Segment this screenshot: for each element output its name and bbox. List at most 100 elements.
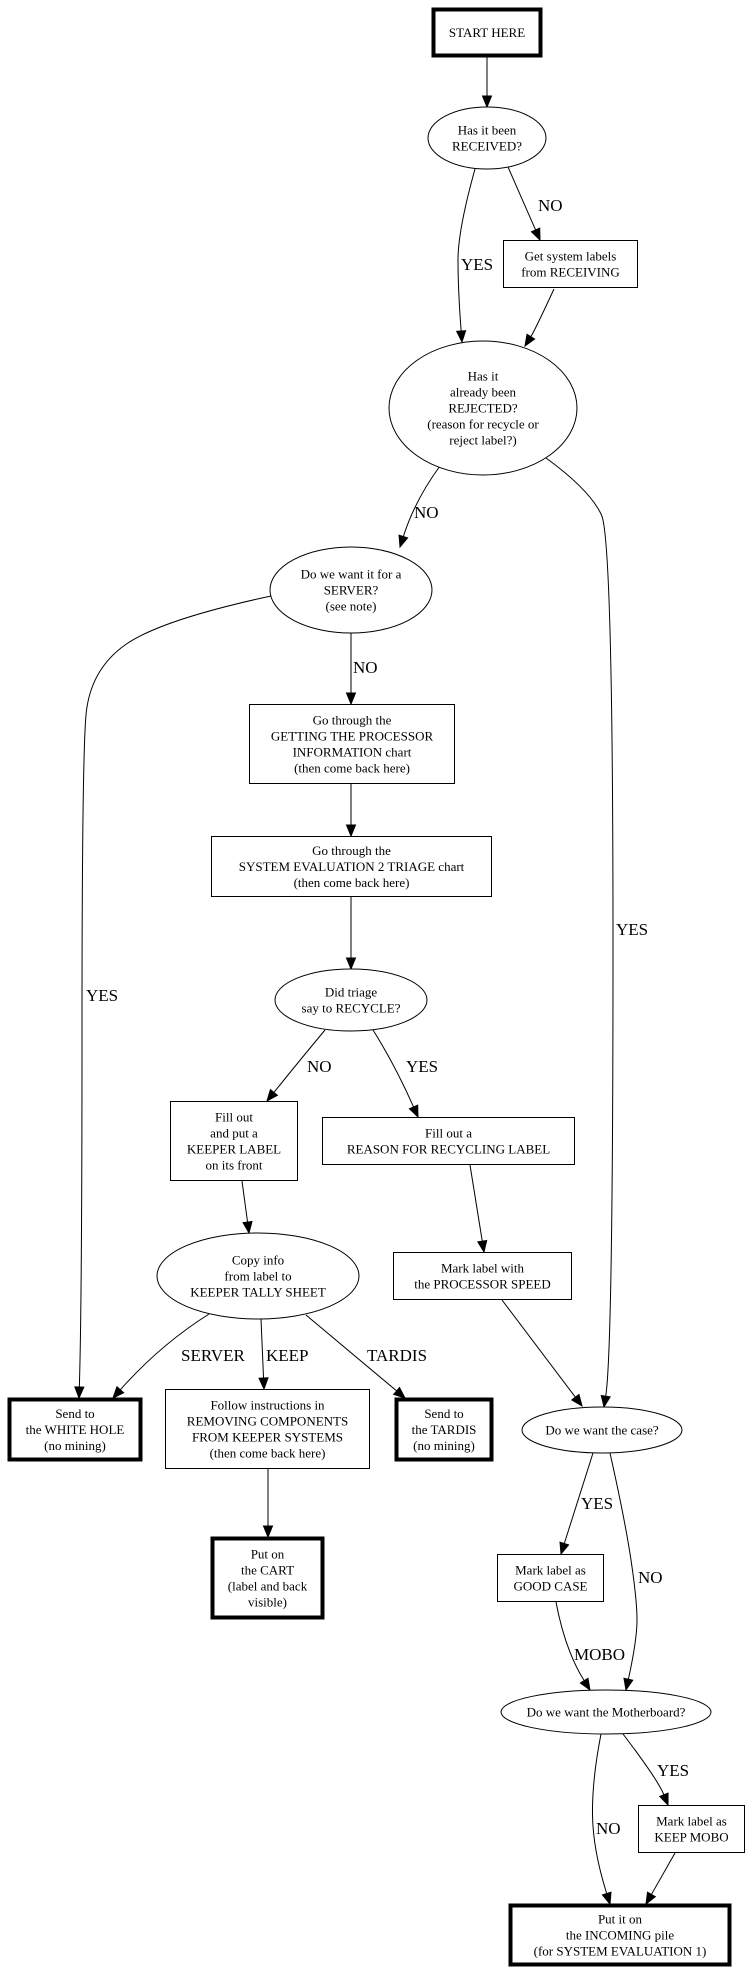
node-text-line: the INCOMING pile bbox=[566, 1928, 675, 1943]
node-text-line: Mark label as bbox=[515, 1563, 586, 1578]
edge-recycle_q-to-keeper_label: NO bbox=[266, 1029, 332, 1103]
node-text-line: Copy info bbox=[232, 1253, 284, 1268]
arrowhead-icon bbox=[408, 1104, 419, 1119]
arrowhead-icon bbox=[345, 957, 357, 971]
arrowhead-icon bbox=[658, 1792, 669, 1807]
edge-server-to-processor_info: NO bbox=[345, 633, 378, 706]
node-text-line: GOOD CASE bbox=[513, 1579, 587, 1594]
node-text-line: FROM KEEPER SYSTEMS bbox=[192, 1430, 343, 1445]
edge-line bbox=[530, 288, 555, 337]
node-text-line: visible) bbox=[248, 1595, 287, 1610]
node-text-line: Has it bbox=[468, 369, 499, 384]
node-box bbox=[394, 1397, 494, 1462]
edge-label: NO bbox=[538, 196, 563, 215]
edge-line bbox=[78, 595, 272, 1388]
node-text-line: Send to bbox=[55, 1406, 94, 1421]
edge-line bbox=[469, 1164, 483, 1242]
edge-mobo_q-to-keep_mobo: YES bbox=[622, 1733, 689, 1807]
node-box bbox=[503, 240, 638, 288]
node-box bbox=[210, 1536, 325, 1620]
node-text-line: Do we want it for a bbox=[301, 567, 402, 582]
edge-line bbox=[563, 1452, 594, 1544]
node-text-line: (see note) bbox=[326, 599, 377, 614]
node-text-line: on its front bbox=[205, 1158, 262, 1173]
edge-label: NO bbox=[307, 1057, 332, 1076]
node-text-line: from RECEIVING bbox=[521, 265, 620, 280]
edge-keeper_label-to-tally bbox=[241, 1180, 253, 1235]
node-box bbox=[393, 1252, 572, 1300]
edge-line bbox=[651, 1852, 676, 1895]
node-text-line: the PROCESSOR SPEED bbox=[414, 1277, 551, 1292]
node-box bbox=[431, 7, 543, 58]
edge-tally-to-white_hole: SERVER bbox=[112, 1313, 245, 1399]
arrowhead-icon bbox=[398, 534, 409, 549]
edge-line bbox=[260, 1318, 265, 1379]
node-text-line: and put a bbox=[210, 1126, 258, 1141]
node-text-line: Follow instructions in bbox=[210, 1398, 325, 1413]
node-box bbox=[497, 1554, 604, 1602]
node-ellipse bbox=[427, 106, 547, 170]
node-text-line: already been bbox=[450, 385, 517, 400]
edge-server-to-white_hole: YES bbox=[74, 595, 272, 1400]
node-text-line: Do we want the case? bbox=[545, 1423, 659, 1438]
edge-received-to-rejected: YES bbox=[455, 168, 493, 344]
node-text-line: the TARDIS bbox=[412, 1422, 477, 1437]
arrowhead-icon bbox=[242, 1220, 253, 1235]
node-text-line: Go through the bbox=[312, 843, 391, 858]
edge-processor_speed-to-case_q bbox=[501, 1299, 583, 1408]
arrowhead-icon bbox=[455, 330, 467, 344]
edge-label: YES bbox=[616, 920, 648, 939]
arrowhead-icon bbox=[579, 1677, 591, 1692]
arrowhead-icon bbox=[623, 1677, 634, 1692]
node-text-line: KEEPER LABEL bbox=[187, 1142, 281, 1157]
node-text-line: SYSTEM EVALUATION 2 TRIAGE chart bbox=[239, 859, 465, 874]
arrowhead-icon bbox=[481, 95, 493, 109]
edge-line bbox=[372, 1029, 415, 1108]
edge-label: MOBO bbox=[574, 1645, 625, 1664]
edge-recycle_q-to-recycling_label: YES bbox=[372, 1029, 438, 1119]
node-text-line: (then come back here) bbox=[294, 875, 410, 890]
edge-line bbox=[591, 1733, 608, 1894]
edge-label: YES bbox=[581, 1494, 613, 1513]
node-text-line: KEEP MOBO bbox=[654, 1830, 728, 1845]
arrowhead-icon bbox=[266, 1088, 279, 1103]
node-text-line: (then come back here) bbox=[294, 761, 410, 776]
edge-triage-to-recycle_q bbox=[345, 897, 357, 971]
arrowhead-icon bbox=[112, 1385, 125, 1399]
arrowhead-icon bbox=[258, 1377, 269, 1391]
node-text-line: SERVER? bbox=[324, 583, 379, 598]
node-text-line: REASON FOR RECYCLING LABEL bbox=[347, 1142, 550, 1157]
node-box bbox=[170, 1101, 298, 1181]
node-text-line: (reason for recycle or bbox=[427, 417, 539, 432]
edge-processor_info-to-triage bbox=[345, 784, 357, 838]
edge-label: YES bbox=[406, 1057, 438, 1076]
edge-label: NO bbox=[638, 1568, 663, 1587]
edge-label: NO bbox=[414, 503, 439, 522]
edge-label: SERVER bbox=[181, 1346, 245, 1365]
node-box bbox=[7, 1397, 143, 1462]
edge-line bbox=[305, 1314, 397, 1392]
edge-recycling_label-to-processor_speed bbox=[469, 1164, 488, 1254]
node-ellipse bbox=[388, 340, 578, 476]
edge-label: KEEP bbox=[266, 1346, 309, 1365]
node-text-line: (no mining) bbox=[44, 1438, 106, 1453]
edge-rejected-to-case_q: YES bbox=[545, 457, 648, 1409]
edge-line bbox=[507, 166, 537, 231]
node-ellipse bbox=[156, 1232, 360, 1320]
node-case-q: Do we want the case? bbox=[521, 1406, 683, 1454]
node-text-line: (for SYSTEM EVALUATION 1) bbox=[534, 1944, 707, 1959]
node-text-line: Has it been bbox=[458, 123, 517, 138]
arrowhead-icon bbox=[392, 1386, 407, 1399]
node-text-line: Put on bbox=[251, 1547, 285, 1562]
edge-line bbox=[273, 1029, 326, 1093]
node-text-line: Send to bbox=[424, 1406, 463, 1421]
node-text-line: the WHITE HOLE bbox=[26, 1422, 125, 1437]
